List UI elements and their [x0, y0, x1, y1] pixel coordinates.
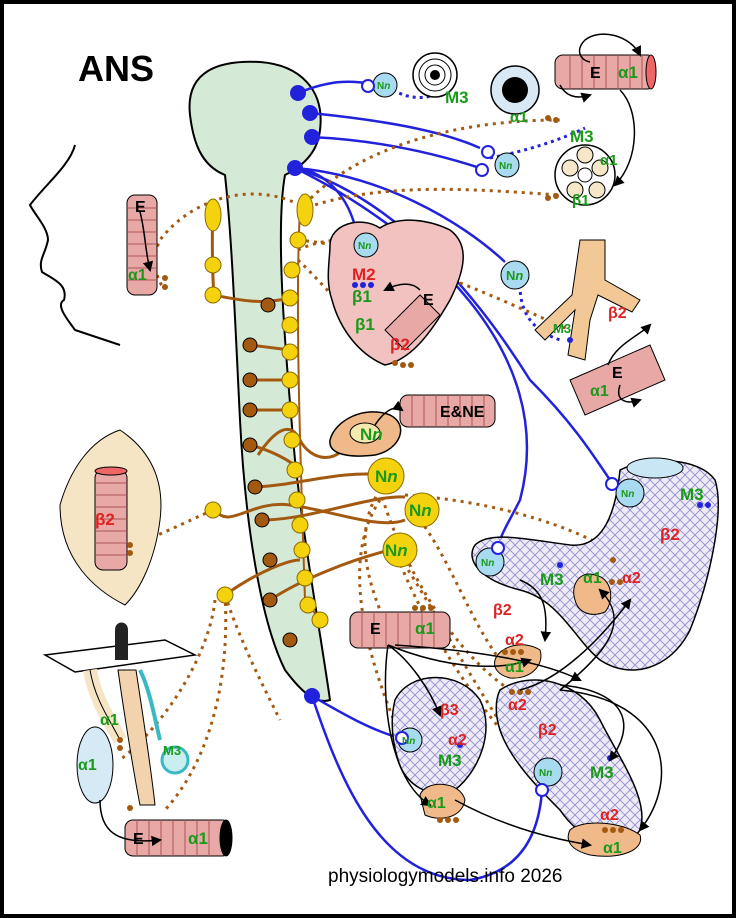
label-a1-bladder2: α1	[78, 757, 97, 774]
label-m2-heart: M2	[352, 265, 376, 284]
label-b2-gi: β2	[660, 525, 680, 544]
parasympathetic-nuclei	[287, 85, 320, 704]
eye-pupil-radial	[490, 65, 540, 115]
label-m3-lung: M3	[553, 321, 571, 336]
label-e-lung: E	[612, 365, 623, 382]
label-a1-eye: α1	[510, 109, 528, 126]
label-m3-eye: M3	[445, 88, 469, 107]
label-b2-skin: β2	[95, 510, 115, 529]
label-e-ne: E&NE	[440, 404, 485, 421]
label-a1-saliva: α1	[600, 152, 618, 169]
label-a2-mid: α2	[505, 632, 524, 649]
sympathetic-chain-ganglia	[204, 193, 329, 629]
coronary-vessel	[384, 294, 441, 351]
label-nn-adrenal: Nn	[360, 425, 383, 444]
label-b2-lung: β2	[608, 305, 627, 322]
label-a2-bottom: α2	[600, 807, 619, 824]
label-nn-g1: Nn	[375, 467, 398, 486]
label-a1-abd: α1	[415, 619, 435, 638]
prevertebral-ganglia	[367, 457, 440, 568]
label-b1-heart-b: β1	[355, 315, 375, 334]
label-m3-lower2: M3	[590, 763, 614, 782]
arrows	[99, 33, 663, 849]
sympathetic-chain	[296, 209, 321, 621]
label-m3-gi: M3	[680, 485, 704, 504]
label-nn-7: Nn	[402, 736, 415, 747]
label-e-heart: E	[423, 292, 434, 309]
label-b2-lower: β2	[538, 722, 557, 739]
label-a2-lower: α2	[448, 732, 467, 749]
label-nn-4: Nn	[506, 268, 523, 283]
label-m3-gi2: M3	[540, 570, 564, 589]
label-a1-lung: α1	[590, 383, 609, 400]
salivary-gland	[554, 144, 616, 206]
blood-vessel-adrenal	[399, 394, 496, 428]
blood-vessel-skin	[59, 429, 162, 606]
label-nn-5: Nn	[621, 489, 634, 500]
label-m3-lower: M3	[438, 751, 462, 770]
face-profile	[28, 144, 121, 346]
label-nn-2: Nn	[499, 161, 512, 172]
credit-text: physiologymodels.info 2026	[328, 866, 563, 887]
diagram-labels: M3 α1 E α1 M3 α1 β1 E α1 M2 β1 β1 E β2 M…	[78, 63, 704, 857]
nicotinic-ganglia	[353, 72, 645, 787]
label-a1-bladder: α1	[100, 712, 119, 729]
label-a1-lower: α1	[427, 795, 446, 812]
nerve-endings	[361, 79, 619, 797]
sympathetic-cell-bodies	[242, 297, 298, 648]
label-m3-saliva: M3	[570, 127, 594, 146]
varicosity-dots	[117, 115, 624, 833]
label-a2-mid2: α2	[508, 697, 527, 714]
blood-vessel-abdomen	[349, 611, 451, 649]
label-a1-top: α1	[618, 63, 638, 82]
label-a1-sph: α1	[583, 570, 602, 587]
label-nn-g3: Nn	[385, 541, 408, 560]
label-e-head: E	[135, 199, 146, 216]
bronchial-tree	[534, 239, 641, 361]
label-b1-heart-a: β1	[352, 287, 372, 306]
eye-iris	[412, 52, 458, 98]
gi-tract	[391, 460, 719, 846]
label-nn-8: Nn	[539, 768, 552, 779]
bladder-region	[42, 622, 198, 806]
label-b1-saliva: β1	[572, 192, 590, 209]
label-a2-sph: α2	[622, 570, 641, 587]
label-b3: β3	[440, 702, 459, 719]
diagram-title: ANS	[78, 48, 155, 89]
parasympathetic-postganglionic	[366, 88, 711, 772]
label-e-abd: E	[370, 621, 381, 638]
label-a1-bot-vessel: α1	[188, 829, 208, 848]
label-nn-g2: Nn	[409, 501, 432, 520]
label-a1-head: α1	[128, 267, 147, 284]
parasympathetic-fibers	[294, 80, 612, 882]
label-a1-mid: α1	[505, 659, 524, 676]
label-b2-gi3: β2	[493, 602, 512, 619]
label-nn-3: Nn	[358, 241, 371, 252]
label-nn-1: Nn	[377, 81, 390, 92]
blood-vessel-lung	[569, 344, 666, 416]
label-a1-bottom: α1	[603, 840, 622, 857]
label-e-bottom: E	[133, 831, 144, 848]
blood-vessel-top	[554, 54, 657, 90]
label-m3-bladder: M3	[163, 743, 181, 758]
label-nn-6: Nn	[481, 558, 494, 569]
label-b2-heart: β2	[390, 335, 410, 354]
label-e-top: E	[590, 65, 601, 82]
